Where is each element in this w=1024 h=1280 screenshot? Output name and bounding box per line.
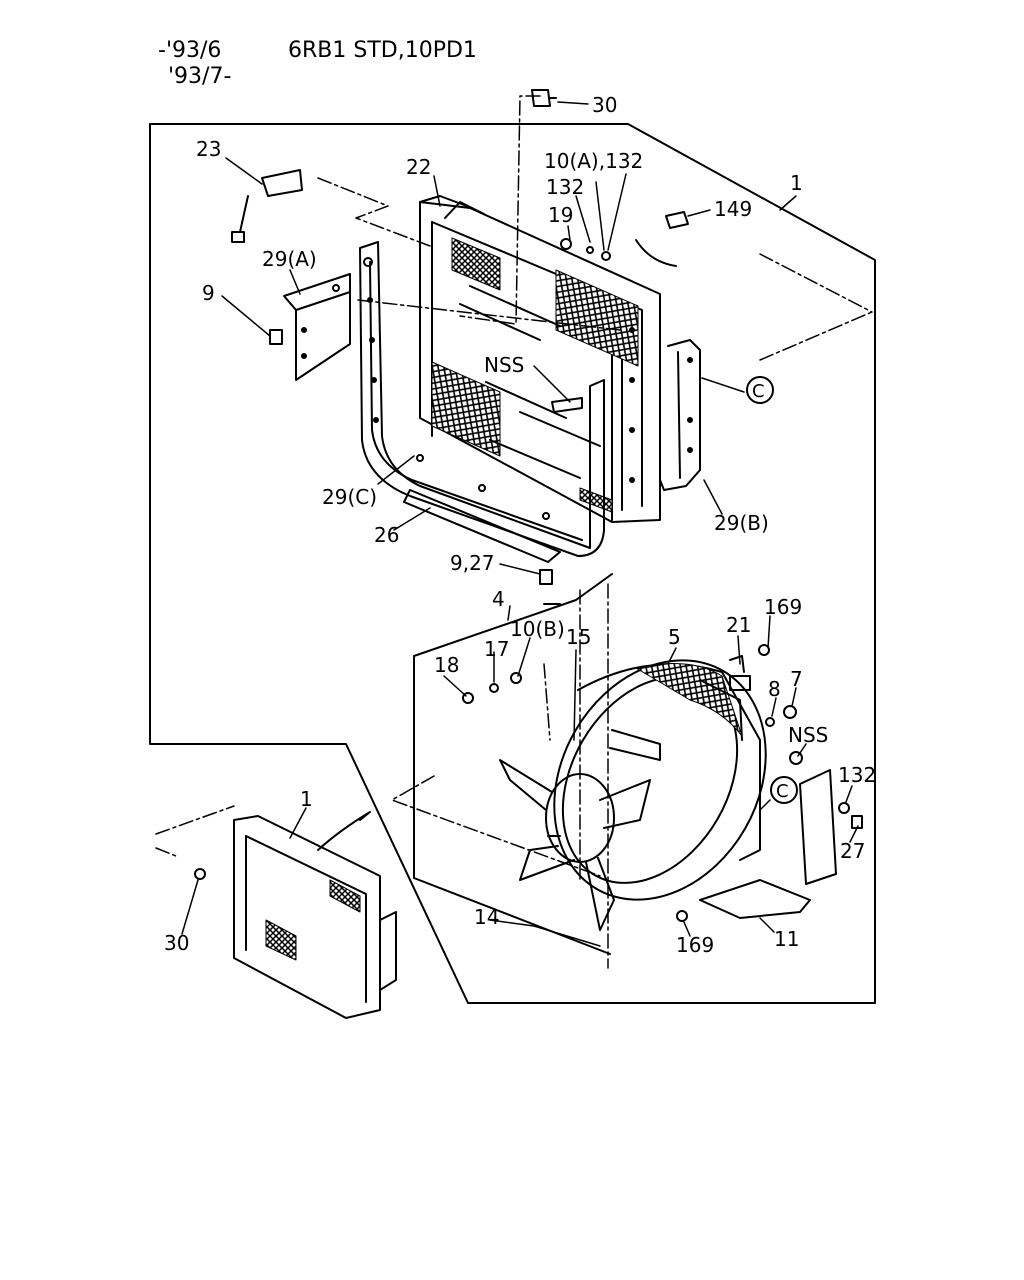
callout-29a: 29(A) (262, 247, 317, 271)
callout-29b: 29(B) (714, 511, 769, 535)
callout-7: 7 (790, 667, 803, 691)
callout-29c: 29(C) (322, 485, 377, 509)
reference-circle-c-top (746, 376, 774, 404)
radiator-core (419, 195, 661, 523)
fan-blades (499, 729, 661, 931)
callout-21: 21 (726, 613, 751, 637)
bracket-29b (659, 339, 701, 491)
reference-circle-c-fan (770, 776, 798, 804)
callout-30-small: 30 (164, 931, 189, 955)
callout-14: 14 (474, 905, 499, 929)
date-range-line1: -'93/6 (158, 38, 222, 63)
model-title: 6RB1 STD,10PD1 (288, 38, 477, 63)
small-hardware (194, 89, 863, 922)
plate-26 (403, 489, 561, 563)
callout-132-fan: 132 (838, 763, 876, 787)
assembly-boundary (149, 123, 876, 1004)
callout-27: 27 (840, 839, 865, 863)
callout-nss-top: NSS (484, 353, 524, 377)
callout-22: 22 (406, 155, 431, 179)
callout-132-top: 132 (546, 175, 584, 199)
side-bracket (799, 769, 837, 885)
callout-10b: 10(B) (510, 617, 565, 641)
radiator-frame-29c (359, 241, 605, 557)
callout-17: 17 (484, 637, 509, 661)
callout-30-top: 30 (592, 93, 617, 117)
callout-11: 11 (774, 927, 799, 951)
callout-149: 149 (714, 197, 752, 221)
callout-9: 9 (202, 281, 215, 305)
callout-18: 18 (434, 653, 459, 677)
callout-5: 5 (668, 625, 681, 649)
callout-15: 15 (566, 625, 591, 649)
callout-nss-fan: NSS (788, 723, 828, 747)
callout-4: 4 (492, 587, 505, 611)
callout-9-27: 9,27 (450, 551, 495, 575)
callout-10a-132: 10(A),132 (544, 149, 643, 173)
callout-169-bottom: 169 (676, 933, 714, 957)
callout-1-small: 1 (300, 787, 313, 811)
callout-26: 26 (374, 523, 399, 547)
callout-c-top: C (752, 381, 765, 402)
lower-bracket-11 (699, 879, 811, 919)
callout-169-top: 169 (764, 595, 802, 619)
callout-c-fan: C (776, 781, 789, 802)
callout-23: 23 (196, 137, 221, 161)
callout-19: 19 (548, 203, 573, 227)
bracket-29a (283, 273, 351, 381)
callout-8: 8 (768, 677, 781, 701)
date-range-line2: '93/7- (168, 64, 232, 89)
fan-shroud (553, 659, 767, 901)
small-assembly-view (233, 811, 397, 1019)
callout-1-main: 1 (790, 171, 803, 195)
